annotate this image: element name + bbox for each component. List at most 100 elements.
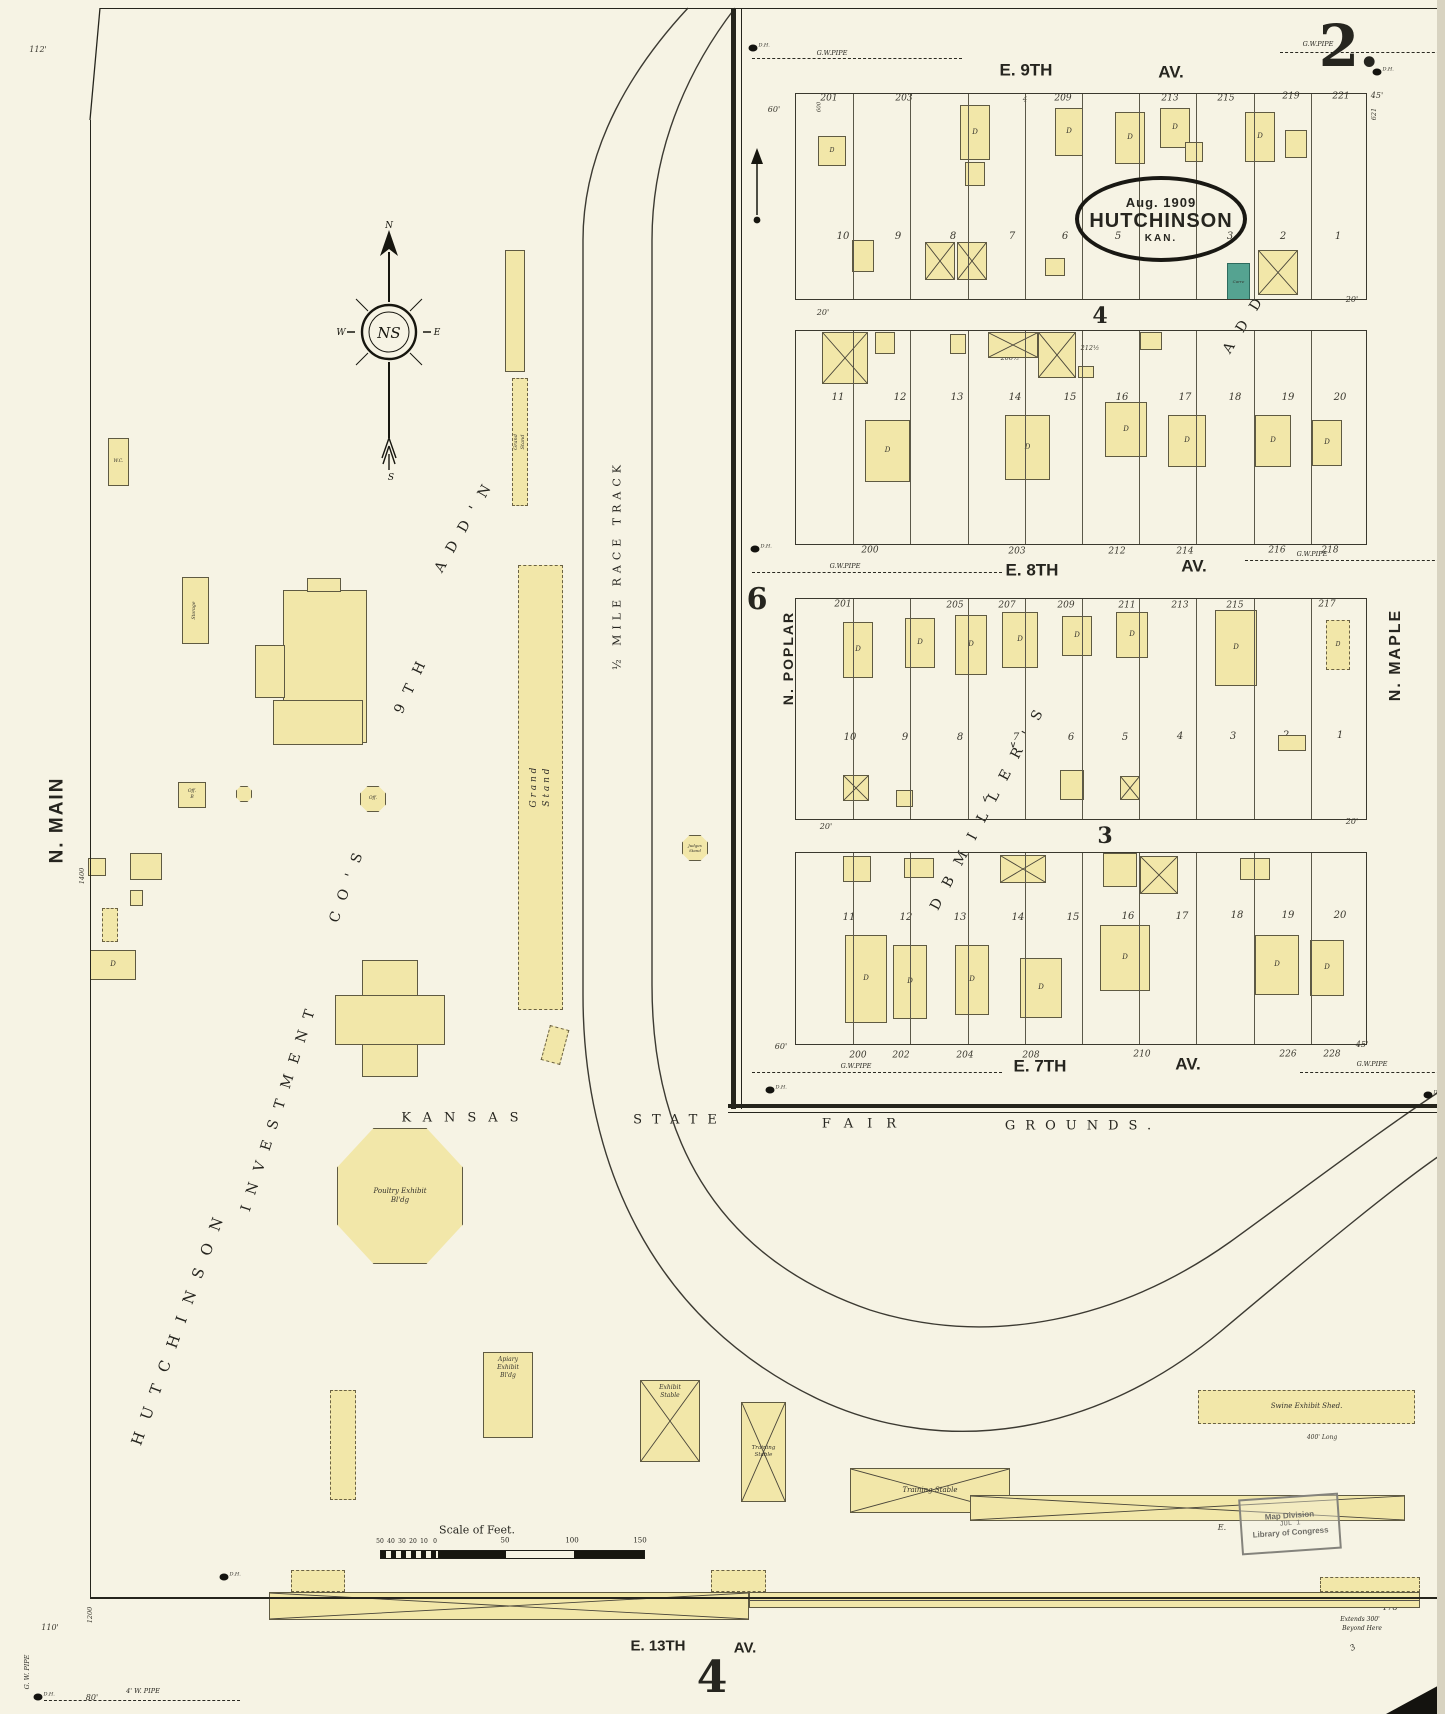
water-pipe-label: G.W.PIPE [816,48,848,57]
lot-number: 14 [1008,392,1022,403]
lot-number: 12 [893,392,907,403]
building: D [1255,935,1299,995]
building [875,332,895,354]
title-date: Aug. 1909 [1125,194,1197,210]
fair-grounds-label: STATE [633,1112,727,1128]
block-number: 6 [746,582,768,617]
building [273,700,363,745]
svg-text:NS: NS [376,324,400,342]
dimension-label: 20' [816,308,830,317]
compass-w: W [336,328,346,338]
building [330,1390,356,1500]
building-label: D [1038,983,1044,992]
building-label: D [972,127,978,136]
map-boundary-line [731,8,736,1109]
building-label: Grand Stand [513,434,526,450]
building: D [1326,620,1350,670]
building-label: D [884,446,891,455]
compass-s: S [388,473,394,483]
building-label: D [1324,963,1330,972]
scale-tick-label: 0 [433,1538,437,1545]
building [843,775,869,801]
address-label: 214 [1176,546,1194,557]
lot-number: 19 [1281,910,1295,921]
map-boundary-line [90,1597,1445,1599]
building-label: D [1172,123,1178,132]
building: D [1062,616,1092,656]
title-state: KAN. [1144,232,1178,244]
water-pipe-dashed-line [752,58,962,59]
building: D [1100,925,1150,991]
address-label: 212 [1108,546,1126,557]
building: D [1160,108,1190,148]
lot-number: 10 [836,231,850,242]
building: D [1055,108,1083,156]
building: G r a n d S t a n d [518,565,563,1010]
building [957,242,987,280]
dimension-label-vertical: 1400 [77,867,86,885]
addition-diagonal-label: INVESTMENT [237,996,323,1214]
building: D [818,136,846,166]
street-label: AV. [1181,556,1207,576]
building [749,1592,1420,1608]
dimension-label: 110' [41,1623,59,1632]
addition-diagonal-label: A D D ' N [431,478,497,576]
building [1103,853,1137,887]
building: D [843,622,873,678]
building: D [1255,415,1291,467]
lot-grid [795,852,1367,1045]
lot-number: 1 [1334,231,1342,242]
scale-tick-label: 100 [565,1536,579,1545]
building: D [1168,415,1206,467]
building [1045,258,1065,276]
lot-grid [795,93,1367,300]
water-pipe-label: G.W.PIPE [1302,39,1334,48]
lot-number: 4 [1176,731,1184,742]
building-label: D [1274,960,1280,969]
lot-number: 8 [956,732,964,743]
page-number: 2. [1318,12,1380,80]
address-label: 209 [1054,93,1072,104]
building-label: D [110,960,116,969]
lot-number: 9 [894,231,902,242]
street-label: E. 13TH [630,1637,686,1655]
lot-number: 13 [950,392,964,403]
building: Swine Exhibit Shed. [1198,1390,1415,1424]
lot-number: 11 [831,392,845,403]
scale-tick-label: 150 [633,1536,647,1545]
dimension-label: 20' [1345,817,1359,826]
block-number: 3 [1097,823,1113,849]
building [852,240,874,272]
building [255,645,285,698]
street-label-vertical: N. POPLAR [780,610,796,706]
building: D [1116,612,1148,658]
address-label: 219 [1282,91,1300,102]
lot-number: 6 [1067,732,1075,743]
water-pipe-dashed-line [1280,52,1445,53]
water-pipe-dashed-line [752,572,1002,573]
map-annotation: 3 [1348,1642,1358,1653]
lot-number: 3 [1229,731,1237,742]
building-label: D [1074,631,1080,640]
water-pipe-dashed-line [1245,560,1445,561]
address-label: 201 [820,93,838,104]
building [505,250,525,372]
building-label: D [969,975,975,984]
building [711,1570,766,1592]
building [102,908,118,942]
double-hydrant-marker: D.H. [33,1692,55,1701]
scale-tick-label: 30 [398,1538,406,1545]
building: D [1020,958,1062,1018]
lot-number: 13 [953,912,967,923]
lot-number: 20 [1333,910,1347,921]
address-label: 221 [1332,91,1350,102]
street-label: AV. [733,1639,757,1657]
building [1140,856,1178,894]
library-of-congress-stamp: Map Division JUL 1 Library of Congress [1238,1492,1342,1556]
building: D [893,945,927,1019]
building: D [1005,415,1050,480]
